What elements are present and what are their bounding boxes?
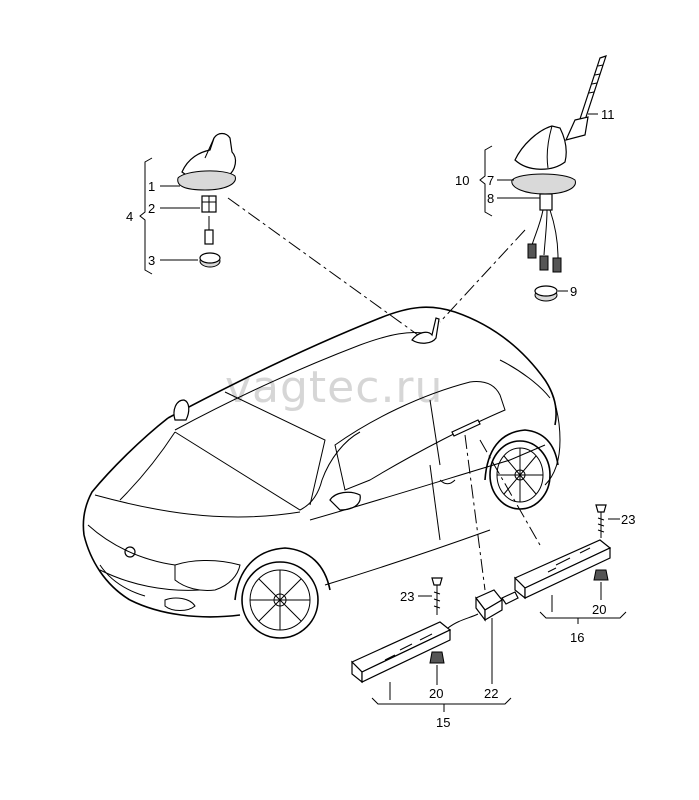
callout-2: 2 [148,201,155,216]
group-brace-15 [371,697,512,705]
car-illustration [82,306,561,639]
group-brace-4 [139,157,153,275]
leader-line [439,229,526,323]
callout-3: 3 [148,253,155,268]
callout-22: 22 [484,686,498,701]
callout-8: 8 [487,191,494,206]
callout-16: 16 [570,630,584,645]
leader-line [227,197,419,336]
callout-1: 1 [148,179,155,194]
callout-20-left: 20 [429,686,443,701]
antenna-amplifier-16 [513,504,612,600]
leader-line [464,434,486,591]
leader-line [479,439,541,546]
callout-9: 9 [570,284,577,299]
group-brace-16 [539,611,627,619]
callout-11: 11 [601,107,615,122]
callout-4: 4 [126,209,133,224]
antenna-amplifier-15 [350,577,519,684]
callout-23-right: 23 [621,512,635,527]
right-antenna-group [511,55,607,302]
callout-10: 10 [455,173,469,188]
group-brace-10 [479,145,493,217]
callout-20-right: 20 [592,602,606,617]
left-antenna-group [177,132,237,268]
callout-23-left: 23 [400,589,414,604]
callout-15: 15 [436,715,450,730]
watermark: vagtec.ru [225,362,443,413]
callout-7: 7 [487,173,494,188]
